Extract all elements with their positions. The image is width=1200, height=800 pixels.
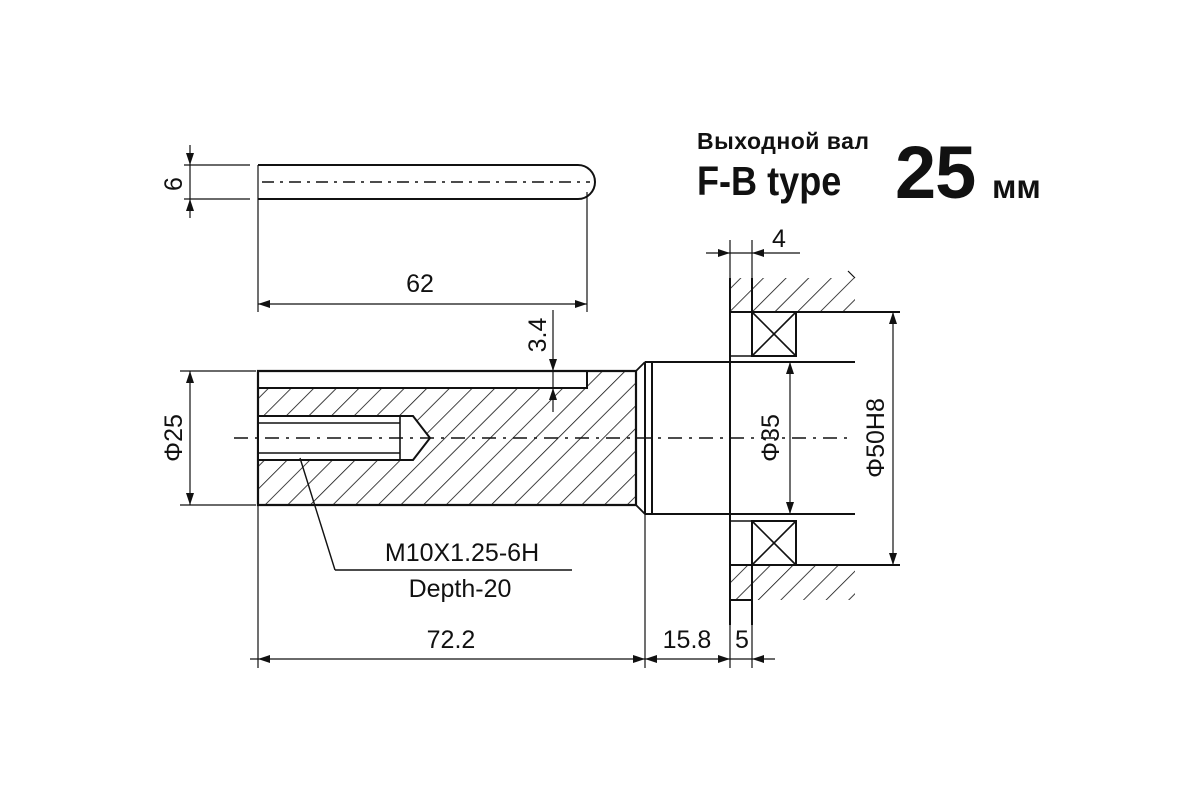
shaft-length-label: 72.2 [427, 626, 476, 654]
key-outline [258, 164, 596, 200]
title-output-shaft: Выходной вал [697, 128, 870, 154]
key-width-label: 6 [160, 177, 188, 191]
shaft-top-right [587, 371, 636, 388]
thread-spec-label: M10X1.25-6H [385, 539, 539, 567]
bore-diameter-label: Φ50H8 [862, 398, 890, 478]
key-length-label: 62 [406, 270, 434, 298]
key-length-arrow-right [575, 300, 587, 308]
key-width-arrow-top [186, 153, 194, 165]
shaft-diameter-label: Φ25 [160, 414, 188, 462]
bottom-length-dims: 72.2 15.8 5 [250, 505, 775, 668]
key-width-arrow-bottom [186, 199, 194, 211]
title-shaft-size: 25 [895, 131, 976, 214]
title-type: F-B type [697, 158, 842, 204]
shaft-diameter-dim: Φ25 [160, 370, 256, 506]
thread-depth-label: Depth-20 [409, 575, 512, 603]
key-length-arrow-left [258, 300, 270, 308]
thread-callout: M10X1.25-6H Depth-20 [299, 457, 572, 603]
bore-diameter-dim: Φ50H8 [860, 311, 900, 566]
step-length-label: 15.8 [663, 626, 712, 654]
keyway-depth-label: 3.4 [524, 318, 552, 353]
flange-width-dim: 4 [706, 225, 800, 278]
keyway-depth-dim: 3.4 [524, 310, 557, 412]
shaft-chamfer-b [635, 504, 646, 515]
flange-offset-label: 5 [735, 626, 749, 654]
title-block: Выходной вал F-B type 25 мм [697, 128, 1097, 218]
step-diameter-dim: Φ35 [757, 362, 794, 514]
housing-bottom [730, 565, 855, 600]
housing-top [730, 278, 855, 312]
keyway-strip [257, 370, 588, 389]
key-top-view: 6 62 [160, 145, 596, 312]
title-unit: мм [992, 168, 1041, 205]
flange-width-label: 4 [772, 225, 786, 253]
shaft-chamfer [635, 361, 646, 372]
shaft-section [234, 361, 855, 515]
step-diameter-label: Φ35 [757, 414, 785, 462]
